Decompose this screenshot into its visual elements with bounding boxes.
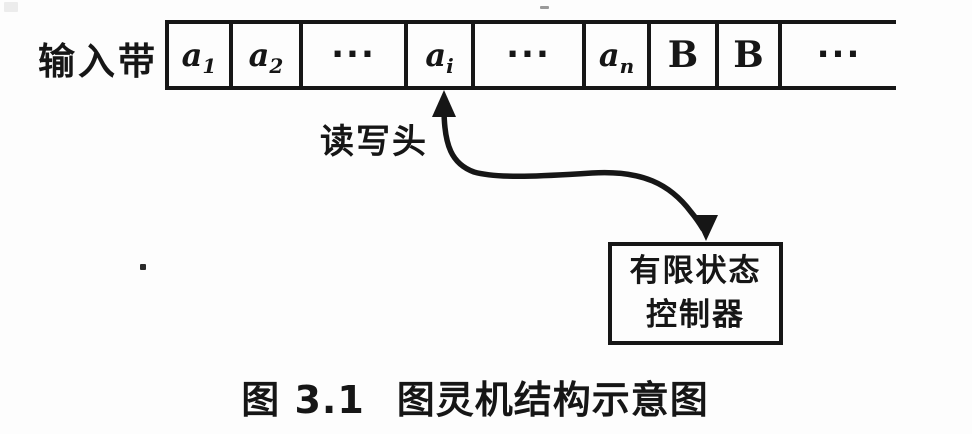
tape-cell-symbol: a2: [248, 36, 284, 78]
input-tape-label: 输入带: [38, 40, 158, 83]
arrow-s-curve: [441, 105, 706, 232]
scan-speck: [4, 2, 18, 12]
scan-speck: [540, 6, 549, 9]
tape-cell: ...: [782, 24, 896, 86]
tape-cell-symbol: ai: [425, 36, 454, 78]
tape-cell: ...: [475, 24, 586, 86]
caption-figure-label: 图 3.1: [241, 378, 365, 422]
tape-cell: a1: [169, 24, 233, 86]
tape-cell: an: [586, 24, 651, 86]
read-write-head-label: 读写头: [320, 122, 428, 162]
tape-cell: ...: [303, 24, 408, 86]
tape-cell-ellipsis: ...: [331, 26, 376, 66]
tape-cell: ai: [408, 24, 475, 86]
tape-cell: a2: [233, 24, 303, 86]
tape-cell-symbol: an: [598, 36, 635, 78]
finite-state-controller-box: 有限状态 控制器: [608, 242, 783, 345]
arrowhead-down-icon: [694, 215, 718, 241]
tape-cell: B: [651, 24, 719, 86]
figure-caption: 图 3.1 图灵机结构示意图: [0, 369, 972, 424]
arrowhead-up-icon: [432, 90, 456, 117]
tape-cell-ellipsis: ...: [506, 26, 551, 66]
tape-cell-ellipsis: ...: [816, 26, 862, 66]
scan-speck: [140, 264, 146, 270]
tape-cell-symbol: a1: [181, 36, 217, 78]
caption-title: 图灵机结构示意图: [396, 378, 709, 422]
controller-label-line2: 控制器: [646, 296, 745, 333]
tape-cell: B: [719, 24, 782, 86]
tape-cell-blank-symbol: B: [667, 34, 699, 76]
tape-cell-blank-symbol: B: [733, 34, 764, 76]
controller-label-line1: 有限状态: [629, 253, 762, 290]
